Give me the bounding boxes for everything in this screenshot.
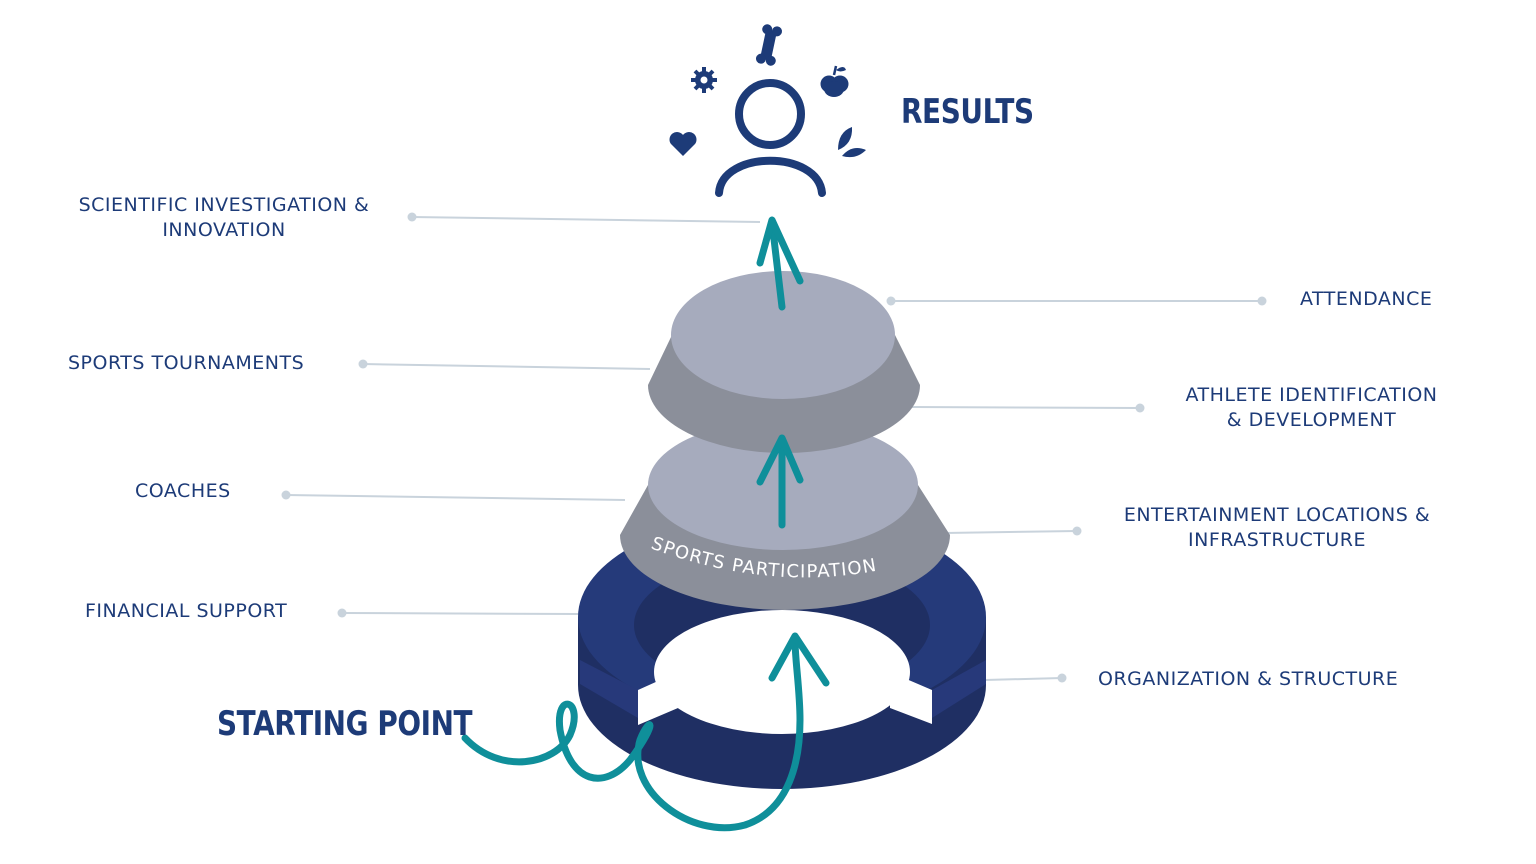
gear-icon — [691, 67, 717, 93]
ring-gap-right-face — [932, 660, 986, 718]
progress-arrows — [461, 216, 830, 832]
upper-disc-top — [671, 271, 895, 399]
results-heading: RESULTS — [901, 92, 1034, 132]
ring-gap-right — [890, 672, 932, 724]
label-organization-structure: ORGANIZATION & STRUCTURE — [1098, 668, 1399, 690]
ring-hole — [654, 610, 910, 734]
connector-dots — [281, 212, 1267, 683]
connector-organization — [984, 677, 1063, 681]
label-scientific-investigation: SCIENTIFIC INVESTIGATION & INNOVATION — [58, 193, 390, 243]
ring-gap-left — [638, 672, 678, 725]
arrow-stem-top — [768, 218, 786, 311]
label-scientific-line1: SCIENTIFIC INVESTIGATION & — [78, 194, 370, 216]
label-entertainment-line2: INFRASTRUCTURE — [1188, 529, 1366, 551]
connector-tournaments — [362, 363, 651, 370]
heart-icon — [669, 132, 697, 156]
label-athlete-identification: ATHLETE IDENTIFICATION & DEVELOPMENT — [1163, 383, 1460, 433]
bone-icon — [755, 24, 783, 66]
label-sports-tournaments: SPORTS TOURNAMENTS — [68, 352, 305, 374]
label-financial-support: FINANCIAL SUPPORT — [85, 600, 288, 622]
connector-scientific — [411, 216, 761, 223]
arrow-head-bottom — [768, 632, 830, 687]
label-entertainment-locations: ENTERTAINMENT LOCATIONS & INFRASTRUCTURE — [1096, 503, 1458, 553]
label-entertainment-line1: ENTERTAINMENT LOCATIONS & — [1123, 504, 1431, 526]
connector-lines — [285, 216, 1262, 681]
connector-entertainment — [944, 530, 1078, 534]
connector-financial — [341, 612, 581, 615]
connector-coaches — [285, 494, 626, 501]
label-athlete-line2: & DEVELOPMENT — [1226, 409, 1397, 431]
person-icon — [715, 79, 826, 197]
arrow-head-middle — [756, 434, 804, 486]
label-coaches: COACHES — [135, 480, 231, 502]
upper-disc — [648, 271, 920, 453]
swirl-path — [461, 636, 804, 832]
label-scientific-line2: INNOVATION — [162, 219, 286, 241]
results-icons — [669, 24, 866, 197]
arrow-head-top — [756, 216, 804, 285]
ring-gap-left-face — [580, 660, 638, 718]
apple-icon — [820, 65, 849, 97]
starting-point-heading: STARTING POINT — [217, 704, 473, 744]
connector-athlete — [911, 406, 1141, 409]
label-attendance: ATTENDANCE — [1300, 288, 1433, 310]
lower-disc: SPORTS PARTICIPATION — [620, 420, 950, 610]
label-athlete-line1: ATHLETE IDENTIFICATION — [1185, 384, 1438, 406]
leaf-icon — [838, 127, 866, 158]
